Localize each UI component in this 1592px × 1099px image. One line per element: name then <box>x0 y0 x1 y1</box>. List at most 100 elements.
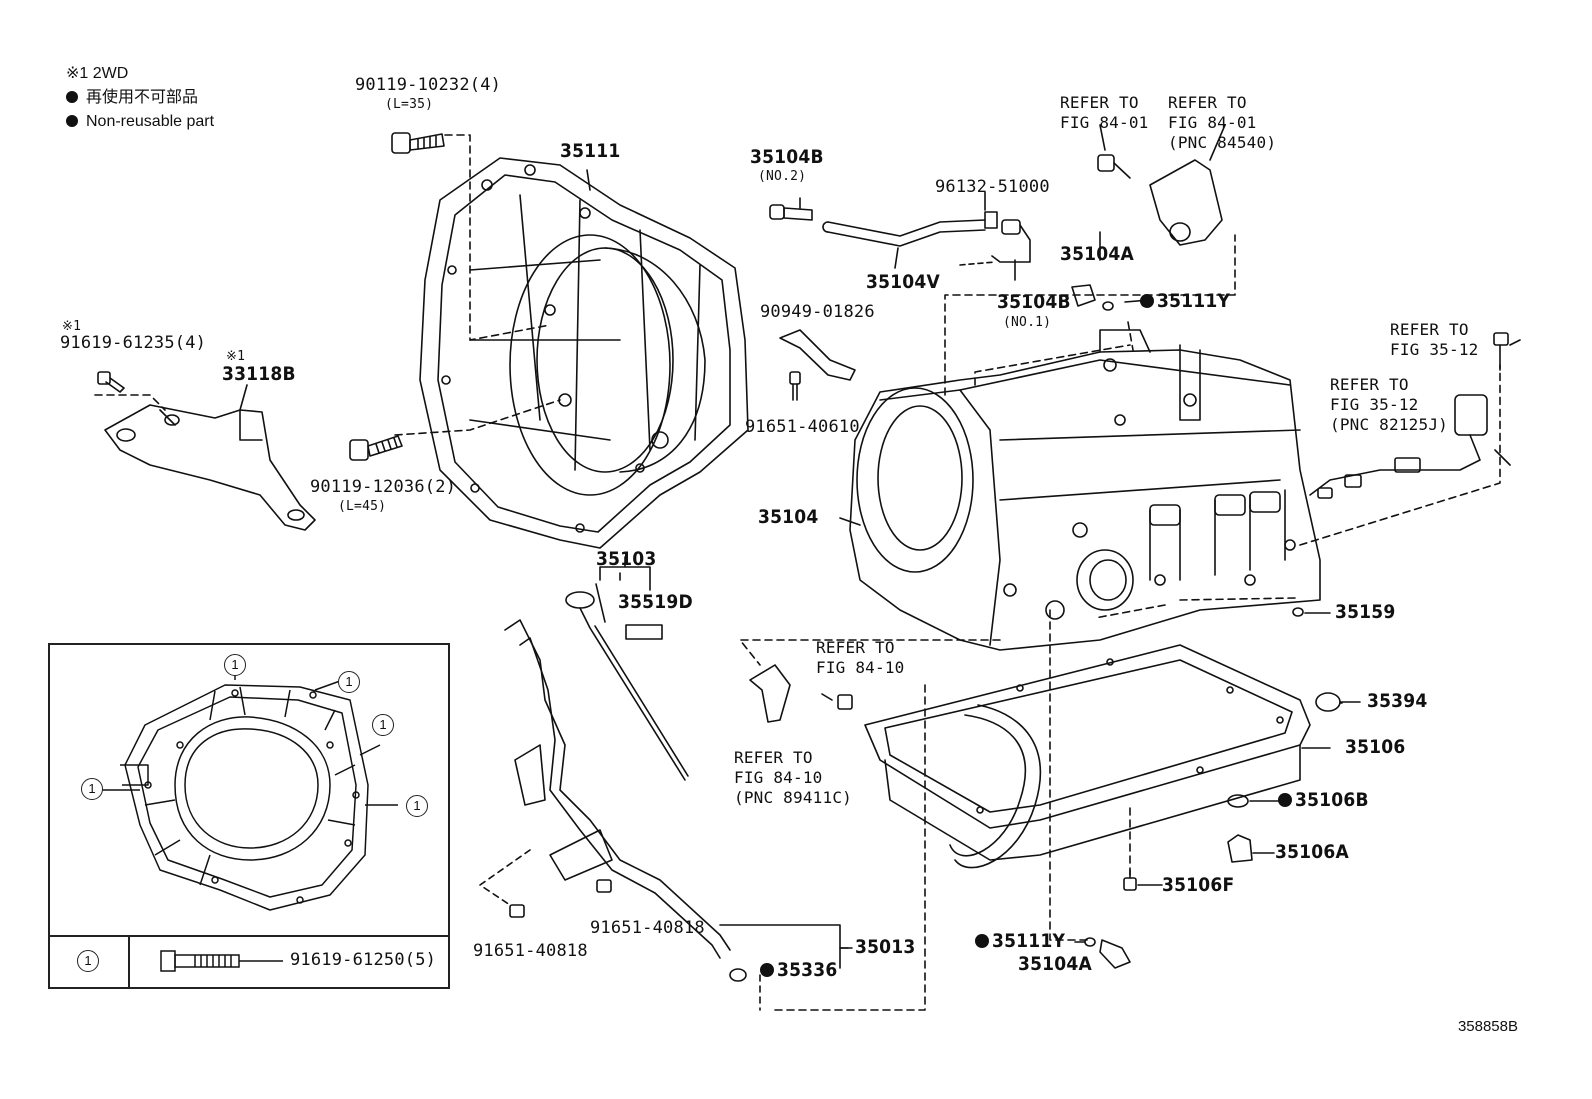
ref-line: REFER TO <box>734 748 813 767</box>
non-reusable-dot-icon <box>1278 793 1292 807</box>
note-label: ※1 <box>226 349 246 364</box>
part-label: (L=35) <box>385 97 434 112</box>
bolt-91619-61235 <box>97 371 125 393</box>
legend-en: Non-reusable part <box>66 110 214 134</box>
part-label: 35111Y <box>975 930 1066 952</box>
part-label: (NO.2) <box>758 169 807 184</box>
part-label: (NO.1) <box>1003 315 1052 330</box>
ref-line: FIG 84-01 <box>1168 113 1257 132</box>
hose-35104v <box>769 204 1031 263</box>
part-label: 35104B <box>997 291 1071 313</box>
bolt-90119-10232 <box>391 132 445 154</box>
divider <box>128 937 130 987</box>
part-label: (L=45) <box>338 499 387 514</box>
ref-line: FIG 84-10 <box>816 658 905 677</box>
legend-note-2wd: ※1 2WD <box>66 65 129 82</box>
part-label: 90119-10232(4) <box>355 75 502 95</box>
gasket-35394 <box>1315 692 1341 712</box>
ref-line: REFER TO <box>816 638 895 657</box>
non-reusable-dot-icon <box>760 963 774 977</box>
part-label: 35106F <box>1162 874 1235 896</box>
ref-line: FIG 35-12 <box>1390 340 1479 359</box>
part-label: 35519D <box>618 591 693 613</box>
part-label: 35394 <box>1367 690 1428 712</box>
part-label: 91619-61250(5) <box>290 950 437 970</box>
part-label: 90119-12036(2) <box>310 477 457 497</box>
part-label: 35159 <box>1335 601 1396 623</box>
ref-line: REFER TO <box>1060 93 1139 112</box>
callout-1-icon: 1 <box>81 778 103 800</box>
plug-35106a <box>1227 834 1253 863</box>
note-label: ※1 <box>62 319 82 334</box>
legend-en-text: Non-reusable part <box>86 113 215 130</box>
dot-icon <box>66 91 78 103</box>
ref-line: FIG 84-10 <box>734 768 823 787</box>
part-label: 91651-40610 <box>745 417 860 437</box>
part-label: 35104A <box>1018 953 1092 975</box>
part-label: 91619-61235(4) <box>60 333 207 353</box>
part-label: 33118B <box>222 363 296 385</box>
oil-filler-tube-35013 <box>504 619 747 982</box>
callout-1-icon: 1 <box>406 795 428 817</box>
callout-1-icon: 1 <box>338 671 360 693</box>
part-label: 35106A <box>1275 841 1349 863</box>
plug-35104a-top <box>1071 284 1114 311</box>
inset-detail: 1 1 1 1 1 1 91619-61250(5) <box>48 643 450 989</box>
figure-code: 358858B <box>1457 1018 1518 1035</box>
clamp-90949-01826 <box>779 329 856 401</box>
bolt-90119-12036 <box>349 435 403 461</box>
sensor-84540 <box>1097 154 1223 246</box>
legend: ※1 2WD 再使用不可部品 Non-reusable part <box>66 62 214 134</box>
callout-1-icon: 1 <box>77 950 99 972</box>
part-label: 35111Y <box>1140 292 1230 311</box>
ref-line: (PNC 84540) <box>1168 133 1277 152</box>
part-label: 35111 <box>560 140 621 162</box>
non-reusable-dot-icon <box>1140 294 1154 308</box>
ref-line: REFER TO <box>1390 320 1469 339</box>
bracket-33118b <box>94 394 316 531</box>
transmission-housing-35111 <box>419 157 749 549</box>
speed-sensor-89411c <box>749 664 853 723</box>
callout-1-icon: 1 <box>224 654 246 676</box>
legend-jp: 再使用不可部品 <box>66 86 214 110</box>
part-label: 35336 <box>760 959 838 981</box>
part-label: 35104 <box>758 506 819 528</box>
part-label: 35103 <box>596 548 657 570</box>
part-label: 35104V <box>866 271 940 293</box>
part-label-text: 35336 <box>777 959 838 981</box>
part-label: 96132-51000 <box>935 177 1050 197</box>
bolt-icon <box>160 950 283 972</box>
ref-line: (PNC 89411C) <box>734 788 852 807</box>
part-label: 35106B <box>1278 789 1369 811</box>
part-label: 35106 <box>1345 736 1406 758</box>
non-reusable-dot-icon <box>975 934 989 948</box>
part-label-text: 35111Y <box>992 930 1066 952</box>
label-35519d <box>625 624 663 640</box>
transmission-case-35104 <box>849 329 1321 651</box>
washer-35106b <box>1227 794 1249 808</box>
ref-line: FIG 84-01 <box>1060 113 1149 132</box>
part-label: 35104B <box>750 146 824 168</box>
dot-icon <box>66 115 78 127</box>
inset-housing-drawing <box>95 673 398 911</box>
part-label-text: 35106B <box>1295 789 1369 811</box>
part-label: 35013 <box>855 936 916 958</box>
ref-line: REFER TO <box>1168 93 1247 112</box>
plug-35159 <box>1292 607 1304 617</box>
part-label: 90949-01826 <box>760 302 875 322</box>
dipstick-35103 <box>565 583 689 781</box>
callout-1-icon: 1 <box>372 714 394 736</box>
oil-pan-35106 <box>864 644 1311 869</box>
ref-line: (PNC 82125J) <box>1330 415 1448 434</box>
part-label: 35104A <box>1060 243 1134 265</box>
part-label: 91651-40818 <box>473 941 588 961</box>
bolt-35106f <box>1123 869 1137 891</box>
part-label: 91651-40818 <box>590 918 705 938</box>
